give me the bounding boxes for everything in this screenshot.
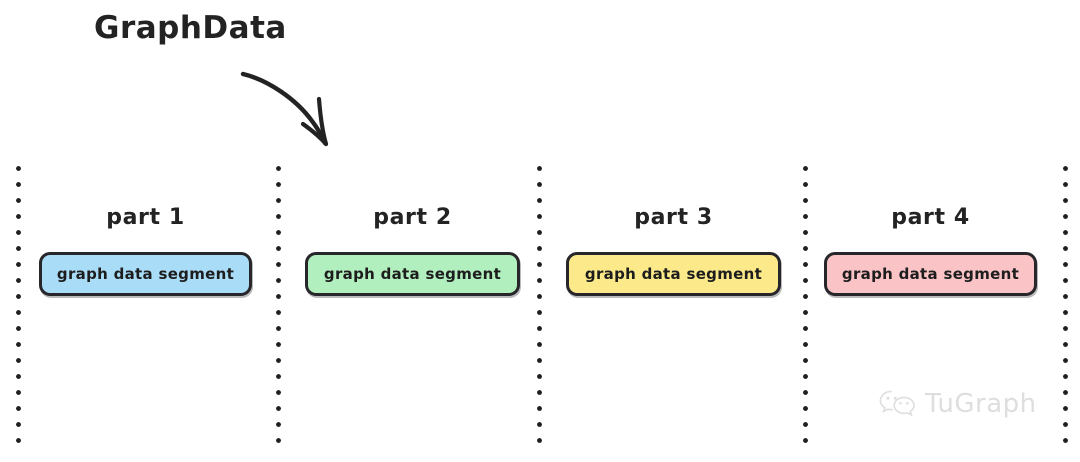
divider-line-1 bbox=[16, 166, 21, 448]
part-label-3: part 3 bbox=[634, 205, 713, 230]
wechat-logo-icon bbox=[879, 390, 915, 417]
part-column-1: part 1 graph data segment bbox=[39, 205, 252, 296]
part-column-3: part 3 graph data segment bbox=[566, 205, 781, 296]
watermark-label: TuGraph bbox=[925, 389, 1037, 419]
part-column-4: part 4 graph data segment bbox=[824, 205, 1037, 296]
part-label-2: part 2 bbox=[373, 205, 452, 230]
graph-data-segment-box-3[interactable]: graph data segment bbox=[566, 252, 781, 296]
divider-line-3 bbox=[537, 166, 542, 448]
divider-line-5 bbox=[1063, 166, 1068, 448]
segment-label-3: graph data segment bbox=[584, 265, 763, 283]
segment-label-2: graph data segment bbox=[323, 265, 502, 283]
graph-data-segment-box-4[interactable]: graph data segment bbox=[824, 252, 1037, 296]
part-label-1: part 1 bbox=[106, 205, 185, 230]
watermark: TuGraph bbox=[878, 388, 1037, 420]
segment-label-1: graph data segment bbox=[56, 265, 235, 283]
graph-data-segment-box-1[interactable]: graph data segment bbox=[39, 252, 252, 296]
part-label-4: part 4 bbox=[891, 205, 970, 230]
divider-line-2 bbox=[276, 166, 281, 448]
segment-label-4: graph data segment bbox=[841, 265, 1020, 283]
graph-data-segment-box-2[interactable]: graph data segment bbox=[305, 252, 520, 296]
part-column-2: part 2 graph data segment bbox=[305, 205, 520, 296]
page-title: GraphData bbox=[94, 10, 287, 46]
divider-line-4 bbox=[803, 166, 808, 448]
